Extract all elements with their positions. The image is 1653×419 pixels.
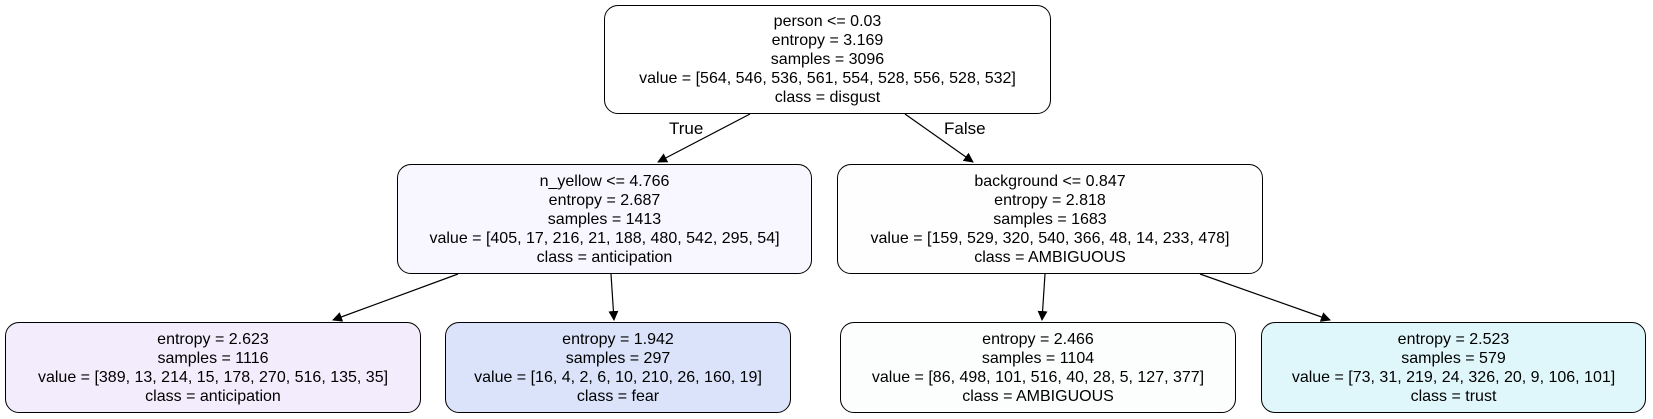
node-samples-label: samples = 1104	[981, 349, 1095, 367]
edge-left-right	[608, 273, 619, 321]
node-samples-label: samples = 297	[565, 349, 671, 367]
node-class-label: class = anticipation	[145, 387, 281, 405]
node-value-label: value = [16, 4, 2, 6, 10, 210, 26, 160, …	[474, 368, 762, 386]
tree-node-root: person <= 0.03 entropy = 3.169 samples =…	[604, 5, 1051, 114]
node-value-label: value = [86, 498, 101, 516, 40, 28, 5, 1…	[871, 368, 1205, 386]
tree-node-left: n_yellow <= 4.766 entropy = 2.687 sample…	[397, 164, 812, 274]
node-split-label: n_yellow <= 4.766	[539, 172, 670, 190]
node-class-label: class = disgust	[774, 89, 881, 106]
node-class-label: class = anticipation	[536, 248, 673, 266]
tree-node-right: background <= 0.847 entropy = 2.818 samp…	[837, 164, 1263, 274]
node-entropy-label: entropy = 3.169	[771, 32, 884, 49]
tree-leaf-left-left: entropy = 2.623 samples = 1116 value = […	[5, 322, 421, 413]
tree-leaf-right-right: entropy = 2.523 samples = 579 value = [7…	[1261, 322, 1646, 413]
edge-right-left	[1037, 273, 1048, 321]
node-value-label: value = [405, 17, 216, 21, 188, 480, 542…	[429, 229, 780, 247]
node-value-label: value = [73, 31, 219, 24, 326, 20, 9, 10…	[1291, 368, 1616, 386]
node-samples-label: samples = 1116	[157, 349, 269, 367]
node-samples-label: samples = 3096	[770, 51, 885, 68]
edge-right-right	[1199, 273, 1331, 322]
tree-leaf-right-left: entropy = 2.466 samples = 1104 value = […	[840, 322, 1236, 413]
node-entropy-label: entropy = 1.942	[562, 330, 674, 348]
node-class-label: class = AMBIGUOUS	[974, 248, 1126, 266]
edge-label-true: True	[669, 119, 704, 138]
node-value-label: value = [159, 529, 320, 540, 366, 48, 14…	[870, 229, 1230, 247]
node-split-label: person <= 0.03	[773, 13, 882, 30]
node-value-label: value = [389, 13, 214, 15, 178, 270, 516…	[37, 368, 389, 386]
edge-left-left	[332, 273, 459, 322]
node-entropy-label: entropy = 2.523	[1397, 330, 1510, 348]
node-samples-label: samples = 579	[1401, 349, 1506, 367]
node-entropy-label: entropy = 2.818	[994, 191, 1106, 209]
node-samples-label: samples = 1413	[547, 210, 662, 228]
node-class-label: class = trust	[1410, 387, 1497, 405]
node-value-label: value = [564, 546, 536, 561, 554, 528, 5…	[639, 70, 1016, 87]
edge-root-left	[657, 113, 751, 163]
node-entropy-label: entropy = 2.466	[982, 330, 1094, 348]
edge-label-false: False	[944, 119, 986, 138]
node-entropy-label: entropy = 2.687	[548, 191, 661, 209]
node-entropy-label: entropy = 2.623	[157, 330, 269, 348]
edge-root-right	[904, 113, 974, 163]
tree-leaf-left-right: entropy = 1.942 samples = 297 value = [1…	[445, 322, 791, 413]
node-samples-label: samples = 1683	[993, 210, 1107, 228]
node-class-label: class = fear	[576, 387, 660, 405]
node-class-label: class = AMBIGUOUS	[962, 387, 1114, 405]
node-split-label: background <= 0.847	[974, 172, 1126, 190]
